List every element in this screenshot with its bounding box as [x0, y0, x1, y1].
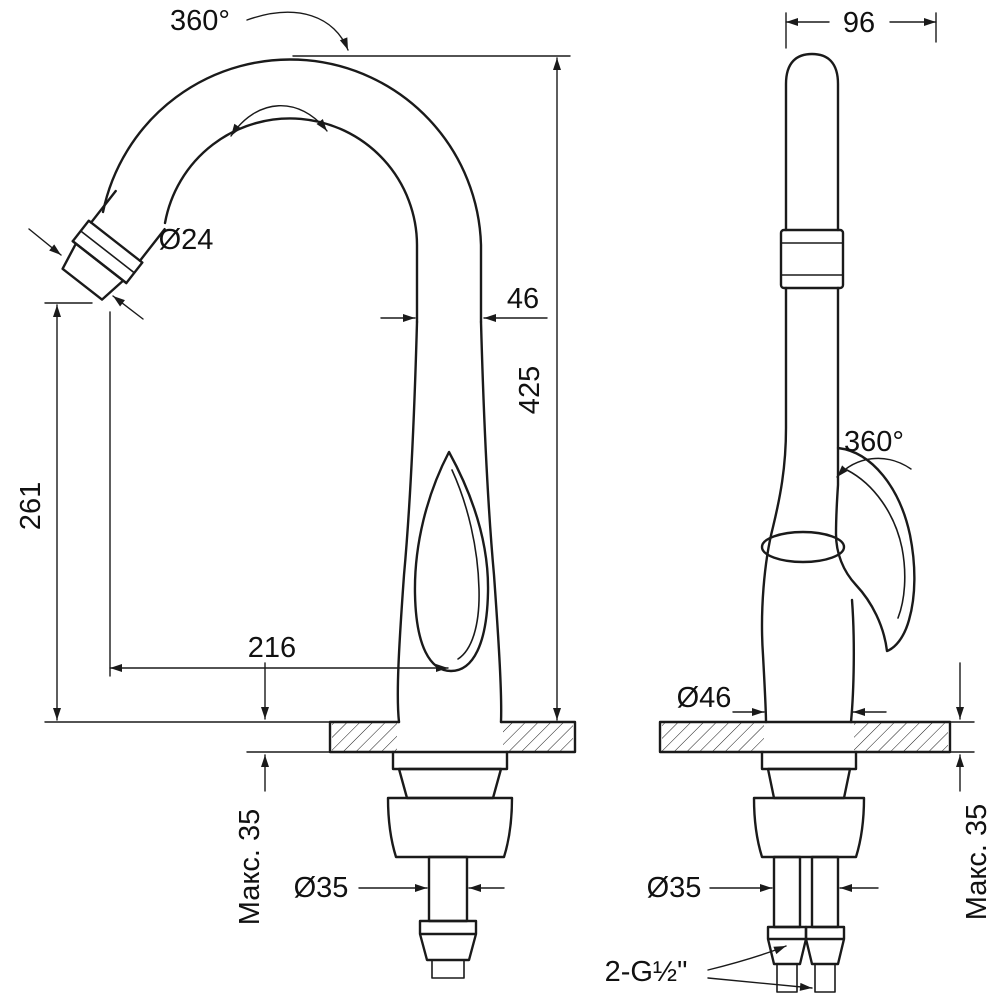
mounting-front — [386, 750, 514, 979]
countertop-side — [658, 720, 952, 754]
dim-body-diameter: Ø46 — [677, 682, 887, 716]
coupler-lines — [780, 242, 844, 276]
handle-accent — [846, 469, 906, 619]
dim-mount-hole-side: Ø35 — [647, 872, 879, 904]
mount-nut-knurled — [386, 796, 514, 859]
tip-dim-arrow-lower — [112, 295, 144, 320]
spout-swivel-label: 360° — [170, 5, 230, 37]
dim-connection-thread: 2-G½" — [605, 945, 813, 991]
body-diameter-label: Ø46 — [677, 682, 732, 714]
hose-nut — [418, 919, 478, 962]
depth-label: 96 — [843, 7, 875, 39]
body-side-right-edge — [849, 598, 856, 724]
mount-hole-side-label: Ø35 — [647, 872, 702, 904]
deck-thickness-front-label: Макс. 35 — [234, 809, 266, 926]
overall-height-label: 425 — [514, 366, 546, 414]
swivel-double-arrow — [230, 105, 328, 137]
connection-thread-label: 2-G½" — [605, 956, 688, 988]
threaded-stud — [427, 855, 469, 923]
counter-hatch-right2 — [854, 723, 948, 751]
mounting-side — [752, 750, 866, 993]
body-side-left-edge — [760, 286, 788, 724]
dim-outlet-height: 261 — [15, 302, 331, 723]
outlet-height-label: 261 — [15, 482, 47, 530]
spout-inner-curve — [163, 117, 419, 324]
thread-leader-2 — [707, 977, 813, 991]
handle-lever — [834, 446, 916, 653]
tip-sleeve — [89, 189, 166, 262]
countertop-front — [328, 720, 577, 754]
counter-hatch-right — [503, 723, 573, 751]
hose-stub-right — [814, 963, 836, 993]
body-right-edge — [479, 320, 503, 724]
front-view — [61, 58, 577, 979]
dim-spout-reach: 216 — [109, 311, 449, 677]
dim-deck-thickness-side: Макс. 35 — [949, 662, 993, 921]
counter-hatch-left — [332, 723, 397, 751]
hose-right — [810, 855, 840, 929]
tip-ring-line — [79, 230, 136, 274]
dim-deck-thickness-front: Макс. 35 — [234, 662, 331, 926]
counter-hatch-left2 — [662, 723, 764, 751]
dimensions: 360° Ø24 46 425 261 — [15, 5, 993, 991]
tip-diameter-label: Ø24 — [159, 224, 214, 256]
dim-tip-diameter: Ø24 — [28, 224, 214, 320]
side-view — [658, 52, 952, 993]
mount-hole-front-label: Ø35 — [294, 872, 349, 904]
counter-outline — [328, 720, 577, 754]
dim-handle-swivel: 360° — [836, 426, 912, 478]
hose-nut-left — [766, 925, 808, 966]
dim-mount-hole-front: Ø35 — [294, 872, 505, 904]
hose-stub — [431, 959, 465, 979]
dim-spout-width: 46 — [380, 283, 548, 322]
thread-leader-1 — [707, 945, 787, 971]
hose-left — [772, 855, 802, 929]
mount-taper — [397, 767, 503, 800]
spout-column — [784, 52, 840, 232]
counter-outline-side — [658, 720, 952, 754]
spout-reach-label: 216 — [248, 632, 296, 664]
spout-width-label: 46 — [507, 283, 539, 315]
hose-stub-left — [776, 963, 798, 993]
tip-nose — [61, 239, 128, 301]
swivel-ring — [760, 530, 846, 564]
mount-nut-knurled-side — [752, 796, 866, 859]
handle-front-accent — [451, 469, 480, 660]
washer-side — [760, 750, 858, 771]
swivel-arrow — [246, 11, 349, 51]
washer — [391, 750, 509, 771]
spout-tip — [61, 189, 166, 301]
deck-thickness-side-label: Макс. 35 — [961, 804, 993, 921]
spout-outer-curve — [101, 58, 483, 324]
hose-nut-right — [804, 925, 846, 966]
mount-taper-side — [766, 767, 852, 800]
dim-overall-height: 425 — [292, 55, 571, 721]
dim-spout-swivel: 360° — [170, 5, 349, 137]
handle-swivel-label: 360° — [844, 426, 904, 458]
handle-swivel-arrow — [836, 457, 912, 478]
handle-front-teardrop — [413, 450, 490, 673]
dim-depth: 96 — [785, 7, 937, 49]
tip-dim-arrow-upper — [28, 228, 62, 256]
body-left-edge — [396, 320, 419, 724]
column-coupler — [779, 228, 845, 290]
